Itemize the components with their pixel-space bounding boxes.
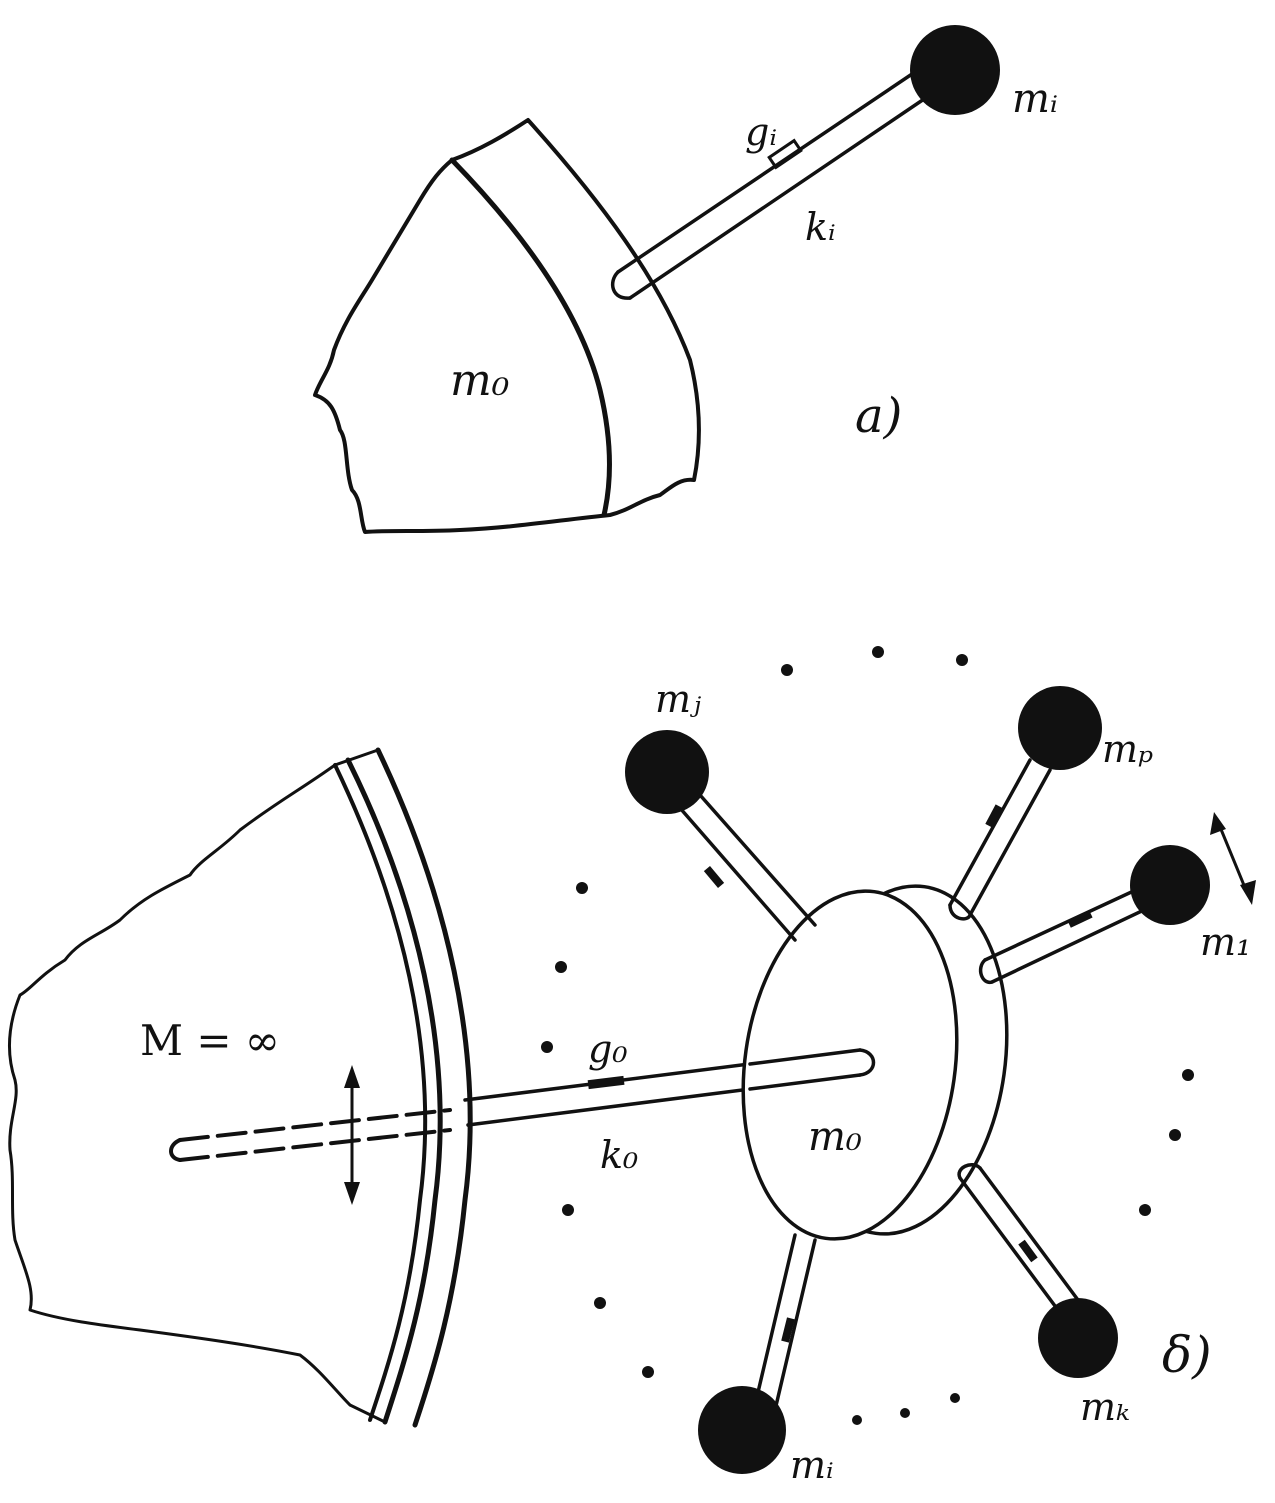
rod-k0-overlay-bottom (748, 1073, 862, 1091)
panel-b-tag: δ) (1162, 1326, 1212, 1384)
ball-m1 (1130, 845, 1210, 925)
vertical-arrow-head-bottom (344, 1182, 360, 1205)
satellite-mk (957, 1163, 1118, 1378)
axis-dashed-lower (178, 1128, 452, 1162)
body-m0-outline (313, 118, 701, 534)
rod-a-cap (610, 270, 632, 300)
axis-cap (169, 1138, 182, 1162)
label-ki: kᵢ (805, 205, 836, 249)
body-infinite-mass (8, 763, 352, 1407)
band-outer-edge (333, 763, 428, 1422)
band-line-2 (375, 747, 473, 1428)
band-top-cap (333, 748, 380, 767)
rod-a-lower (616, 68, 920, 274)
label-mj: mⱼ (655, 677, 701, 721)
ball-mi (910, 25, 1000, 115)
rod-k0-overlay-top (748, 1048, 862, 1066)
label-mi-b: mᵢ (790, 1443, 834, 1487)
band-bottom-cap (348, 1403, 387, 1424)
label-k0: k₀ (600, 1133, 638, 1177)
body-band-inner (449, 157, 613, 518)
band-line-1 (345, 757, 443, 1425)
rod-k0-overlay-cap (858, 1048, 876, 1077)
label-mk: mₖ (1080, 1385, 1130, 1429)
panel-b: M = ∞ g₀ k₀ m₀ mⱼ mₚ m₁ mₖ mᵢ δ) (8, 646, 1256, 1487)
panel-a: m₀ mᵢ gᵢ kᵢ a) (313, 25, 1058, 534)
damper-g0 (587, 1075, 625, 1090)
axis-dashed-upper (178, 1108, 452, 1142)
satellite-mi (698, 1233, 817, 1474)
label-mi-a: mᵢ (1012, 76, 1058, 122)
ball-mj (625, 730, 709, 814)
label-gi: gᵢ (745, 110, 777, 154)
label-mp: mₚ (1102, 727, 1153, 771)
label-m0-a: m₀ (450, 355, 510, 406)
ball-mi-b (698, 1386, 786, 1474)
satellite-m1 (978, 845, 1210, 984)
label-m0-b: m₀ (808, 1114, 862, 1160)
ball-mk (1038, 1298, 1118, 1378)
ellipsis-dots (541, 646, 1194, 1425)
label-g0: g₀ (588, 1027, 628, 1071)
label-infinite-mass: M = ∞ (140, 1016, 280, 1065)
disk-m0-face (741, 889, 959, 1241)
diagonal-arrow-head-top (1210, 812, 1226, 835)
vertical-arrow-head-top (344, 1065, 360, 1088)
diagonal-arrow-head-bottom (1240, 880, 1256, 905)
rod-a (628, 93, 932, 300)
satellite-mj (625, 730, 817, 942)
ball-mp (1018, 686, 1102, 770)
diagonal-arrow (1216, 820, 1250, 897)
satellite-mp (948, 686, 1102, 921)
label-m1: m₁ (1200, 920, 1251, 964)
damper-gi (767, 138, 803, 170)
panel-a-tag: a) (855, 388, 902, 444)
